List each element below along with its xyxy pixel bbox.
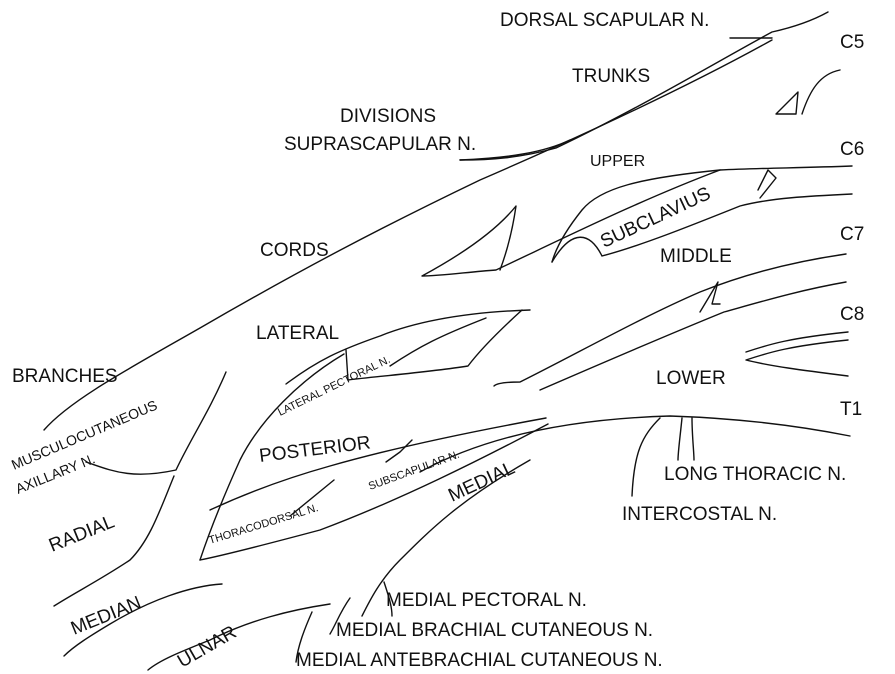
root-c5-label: C5	[840, 32, 864, 53]
subclavius-label: SUBCLAVIUS	[597, 183, 714, 252]
medial-pectoral-label: MEDIAL PECTORAL N.	[386, 590, 587, 611]
upper-trunk-label: UPPER	[590, 153, 645, 170]
c5-lower-line	[802, 70, 840, 114]
medial-antebrachial-cutaneous-label: MEDIAL ANTEBRACHIAL CUTANEOUS N.	[296, 650, 663, 671]
root-c6-label: C6	[840, 139, 864, 160]
lower-trunk-label: LOWER	[656, 368, 726, 389]
long-thoracic-label: LONG THORACIC N.	[664, 464, 846, 485]
median-label: MEDIAN	[68, 592, 144, 639]
suprascapular-label: SUPRASCAPULAR N.	[284, 134, 476, 155]
c8-lower-line	[746, 340, 848, 376]
root-c8-label: C8	[840, 304, 864, 325]
medial-brachial-cutaneous-label: MEDIAL BRACHIAL CUTANEOUS N.	[336, 620, 653, 641]
middle-trunk-label: MIDDLE	[660, 246, 732, 267]
long-thoracic-line-b	[692, 418, 694, 460]
cords-label: CORDS	[260, 240, 329, 261]
branches-label: BRANCHES	[12, 366, 118, 387]
lateral-cord-label: LATERAL	[256, 323, 339, 344]
root-c7-label: C7	[840, 224, 864, 245]
intercostal-line	[632, 418, 660, 496]
dorsal-scapular-label: DORSAL SCAPULAR N.	[500, 10, 709, 31]
medial-cord-label: MEDIAL	[445, 458, 518, 507]
c7-upper-line	[494, 254, 846, 386]
ulnar-label: ULNAR	[174, 622, 240, 672]
trunks-label: TRUNKS	[572, 66, 650, 87]
c7-branch-notch	[700, 282, 720, 312]
lateral-pectoral-label: LATERAL PECTORAL N.	[276, 354, 392, 419]
lateral-pectoral-line	[390, 318, 486, 366]
posterior-cord-label: POSTERIOR	[258, 432, 372, 466]
thoracodorsal-label: THORACODORSAL N.	[207, 502, 319, 547]
subclavius-branch	[758, 170, 776, 198]
intercostal-label: INTERCOSTAL N.	[622, 504, 777, 525]
root-t1-label: T1	[840, 399, 862, 420]
long-thoracic-line-a	[678, 418, 682, 460]
c5-wedge	[776, 92, 798, 114]
divisions-label: DIVISIONS	[340, 106, 436, 127]
radial-label: RADIAL	[46, 511, 118, 556]
